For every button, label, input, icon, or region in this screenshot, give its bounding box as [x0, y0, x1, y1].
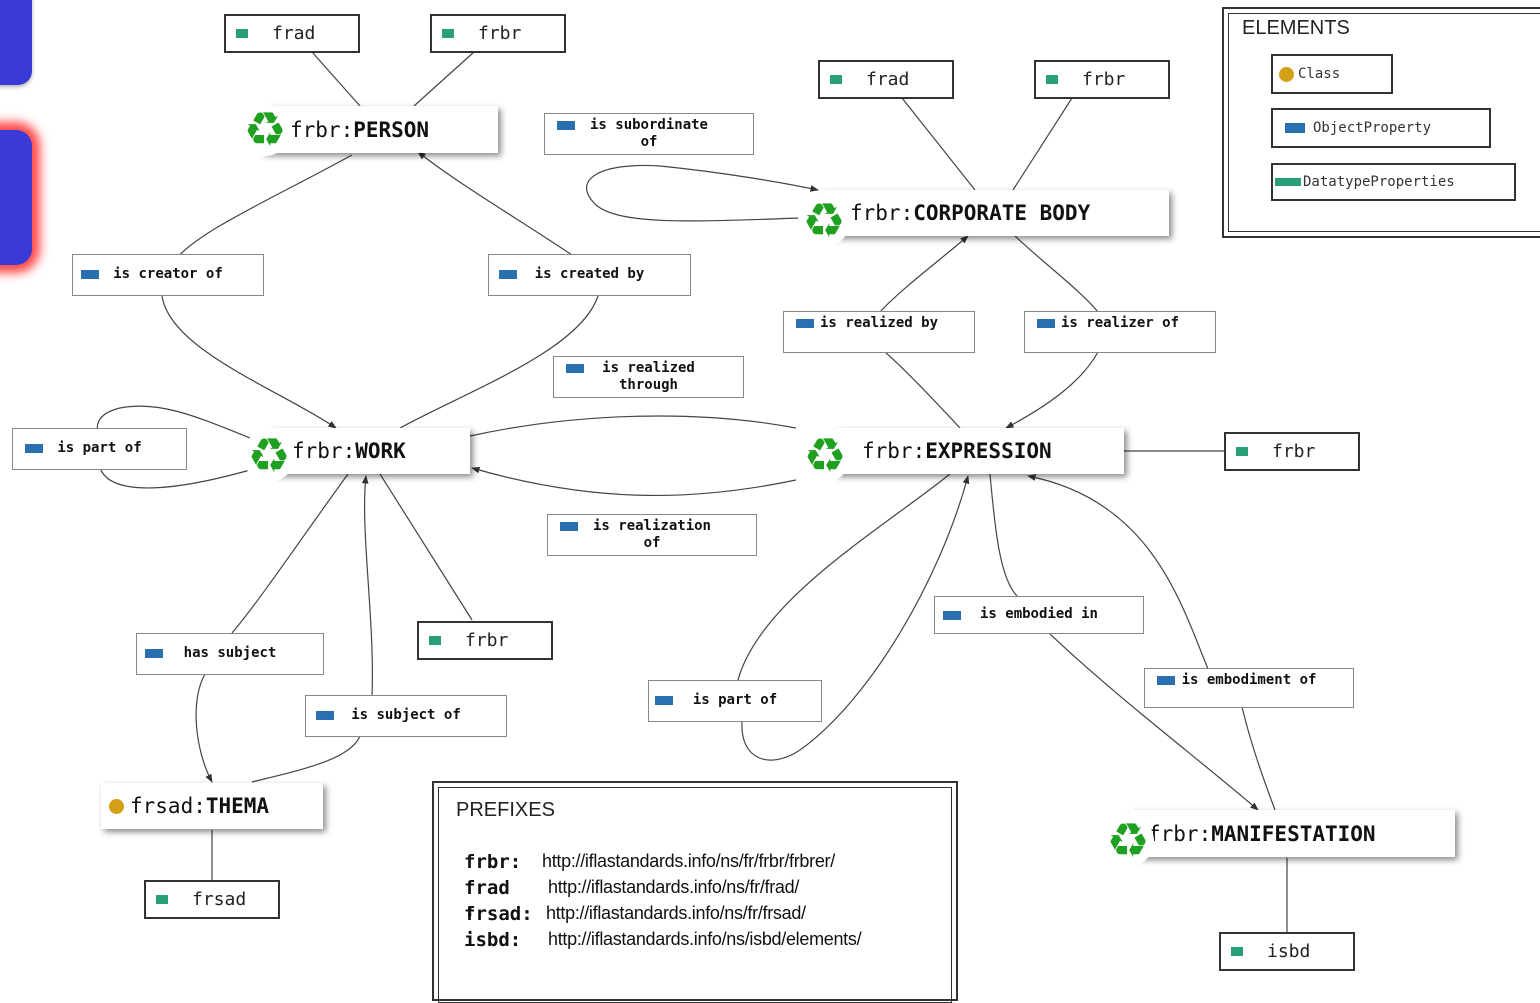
- edge-work-part-of-loop: [96, 405, 251, 489]
- object-property-marker-icon: [81, 270, 99, 279]
- class-dot-icon: [1279, 66, 1294, 82]
- property-is-realized-through[interactable]: is realized through: [553, 356, 744, 398]
- datatype-marker-icon: [156, 895, 168, 904]
- property-has-subject[interactable]: has subject: [136, 633, 324, 675]
- legend-elements: ELEMENTS Class ObjectProperty DatatypePr…: [1222, 7, 1540, 238]
- recycle-icon: ♻: [799, 430, 851, 482]
- property-is-embodied-in[interactable]: is embodied in: [934, 596, 1144, 634]
- datatype-marker-icon: [1275, 178, 1301, 186]
- object-property-marker-icon: [145, 649, 163, 658]
- class-manifestation[interactable]: frbr:MANIFESTATION: [1130, 810, 1455, 857]
- object-property-marker-icon: [1157, 676, 1175, 685]
- class-prefix: frbr:: [292, 439, 356, 463]
- class-expression[interactable]: frbr:EXPRESSION: [834, 428, 1124, 474]
- side-button-highlighted[interactable]: [0, 130, 32, 265]
- datatype-marker-icon: [1046, 75, 1058, 84]
- edge-expr-part-of-loop: [737, 474, 968, 761]
- edge-work-frbr: [379, 473, 473, 621]
- object-property-marker-icon: [25, 444, 43, 453]
- legend-title: ELEMENTS: [1242, 17, 1350, 39]
- datatype-marker-icon: [1231, 947, 1243, 956]
- property-is-embodiment-of[interactable]: is embodiment of: [1144, 668, 1354, 708]
- class-prefix: frbr:: [290, 117, 354, 142]
- edge-person-frad: [311, 51, 361, 107]
- property-is-created-by[interactable]: is created by: [488, 254, 691, 296]
- class-name: MANIFESTATION: [1211, 821, 1376, 846]
- datatype-marker-icon: [1236, 447, 1248, 456]
- class-prefix: frbr:: [1148, 821, 1212, 846]
- edge-has-subject: [195, 473, 349, 782]
- edge-person-frbr: [413, 51, 475, 107]
- datatype-marker-icon: [442, 29, 454, 38]
- datatype-work-frbr[interactable]: frbr: [417, 621, 553, 660]
- class-person[interactable]: frbr:PERSON: [262, 106, 498, 153]
- property-is-realization-of[interactable]: is realization of: [547, 514, 757, 556]
- class-corporate-body[interactable]: frbr:CORPORATE BODY: [820, 190, 1169, 236]
- edge-embodiment-of: [1028, 476, 1276, 811]
- datatype-person-frbr[interactable]: frbr: [430, 14, 566, 53]
- datatype-person-frad[interactable]: frad: [224, 14, 360, 53]
- class-thema[interactable]: frsad:THEMA: [101, 783, 323, 829]
- edge-creator-of: [161, 154, 353, 428]
- edge-subordinate-loop: [586, 164, 819, 222]
- object-property-marker-icon: [655, 696, 673, 705]
- edge-corp-frbr: [1012, 97, 1073, 191]
- property-is-subordinate-of[interactable]: is subordinate of: [544, 113, 754, 155]
- legend-item-datatype: DatatypeProperties: [1271, 163, 1516, 201]
- property-is-creator-of[interactable]: is creator of: [72, 254, 264, 296]
- datatype-marker-icon: [429, 636, 441, 645]
- edge-corp-frad: [901, 97, 976, 191]
- class-work[interactable]: frbr:WORK: [270, 428, 470, 474]
- class-name: EXPRESSION: [925, 439, 1052, 463]
- recycle-icon: ♻: [239, 104, 291, 156]
- property-is-realizer-of[interactable]: is realizer of: [1024, 311, 1216, 353]
- datatype-manifestation-isbd[interactable]: isbd: [1219, 932, 1355, 971]
- edge-realized-by: [879, 236, 968, 429]
- edge-realization-of: [471, 466, 797, 497]
- edge-embodied-in: [989, 473, 1258, 810]
- object-property-marker-icon: [796, 319, 814, 328]
- object-property-marker-icon: [557, 121, 575, 130]
- side-button-top[interactable]: [0, 0, 32, 85]
- datatype-expression-frbr[interactable]: frbr: [1224, 432, 1360, 471]
- legend-item-object-property: ObjectProperty: [1271, 108, 1491, 148]
- datatype-thema-frsad[interactable]: frsad: [144, 880, 280, 919]
- property-work-is-part-of[interactable]: is part of: [12, 428, 187, 470]
- class-name: THEMA: [205, 794, 270, 818]
- class-prefix: frbr:: [862, 439, 926, 463]
- class-prefix: frbr:: [850, 201, 914, 225]
- class-name: CORPORATE BODY: [913, 201, 1091, 225]
- prefixes-panel: PREFIXES frbr:http://iflastandards.info/…: [432, 781, 958, 1003]
- class-name: WORK: [355, 439, 406, 463]
- object-property-marker-icon: [1285, 123, 1305, 133]
- datatype-marker-icon: [830, 75, 842, 84]
- property-is-subject-of[interactable]: is subject of: [305, 695, 507, 737]
- object-property-marker-icon: [560, 522, 578, 531]
- object-property-marker-icon: [499, 270, 517, 279]
- prefixes-title: PREFIXES: [456, 799, 555, 821]
- legend-item-class: Class: [1271, 54, 1393, 94]
- recycle-icon: ♻: [1102, 815, 1154, 867]
- datatype-corp-frbr[interactable]: frbr: [1034, 60, 1170, 99]
- class-dot-icon: [109, 798, 124, 814]
- object-property-marker-icon: [316, 711, 334, 720]
- edge-realized-through: [469, 415, 797, 437]
- property-expr-is-part-of[interactable]: is part of: [648, 680, 822, 722]
- class-prefix: frsad:: [130, 794, 206, 818]
- object-property-marker-icon: [566, 364, 584, 373]
- datatype-marker-icon: [236, 29, 248, 38]
- recycle-icon: ♻: [243, 430, 295, 482]
- property-is-realized-by[interactable]: is realized by: [783, 311, 975, 353]
- class-name: PERSON: [353, 117, 430, 142]
- edge-is-subject-of: [251, 476, 372, 783]
- edge-created-by: [399, 152, 599, 429]
- edge-realizer-of: [1006, 235, 1099, 428]
- recycle-icon: ♻: [798, 195, 850, 247]
- datatype-corp-frad[interactable]: frad: [818, 60, 954, 99]
- object-property-marker-icon: [1037, 319, 1055, 328]
- object-property-marker-icon: [943, 611, 961, 620]
